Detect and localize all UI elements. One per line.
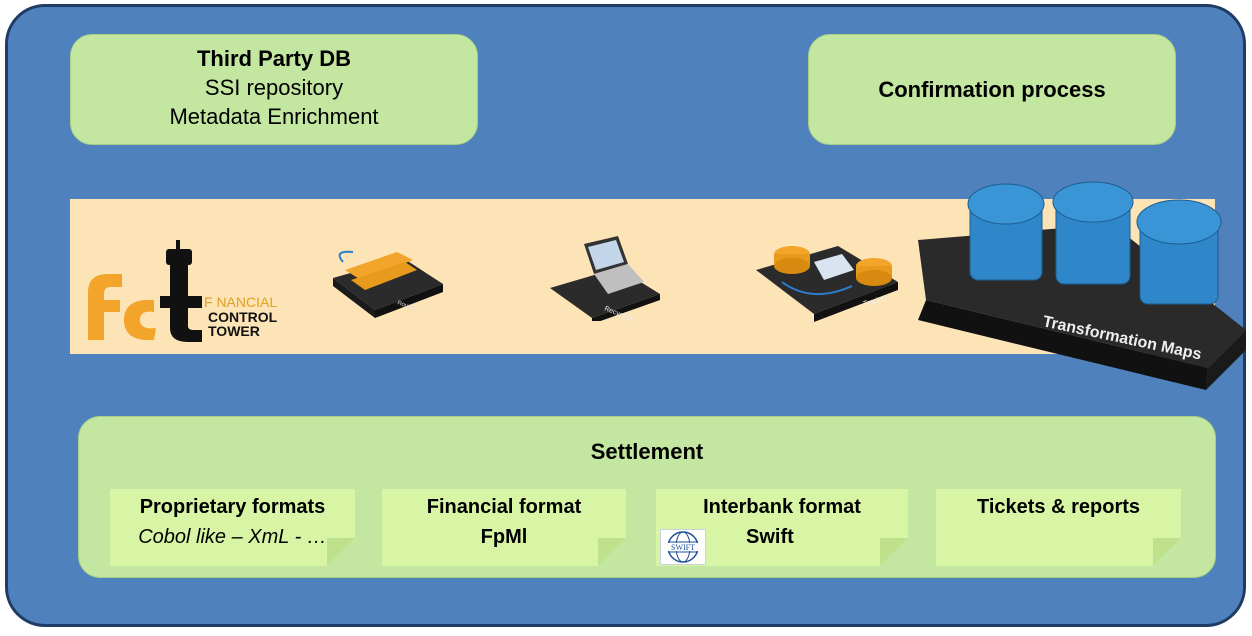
third-party-db-box: Third Party DB SSI repository Metadata E… (70, 34, 478, 145)
logo-word-financial: F NANCIAL (204, 294, 278, 310)
fct-logo (88, 240, 202, 342)
tracing-device: Tracing (756, 246, 898, 322)
proprietary-formats-sub: Cobol like – XmL - … (138, 526, 327, 548)
interbank-format-sub: Swift (746, 526, 794, 548)
routing-device: Routing (333, 250, 443, 318)
note-fold (880, 538, 908, 566)
financial-format-note: Financial format FpMl (382, 489, 626, 566)
swift-logo-text: SWIFT (671, 543, 695, 552)
logo-word-control: CONTROL (208, 309, 278, 325)
tickets-reports-title: Tickets & reports (976, 496, 1141, 518)
note-fold (1153, 538, 1181, 566)
logo-word-tower: TOWER (208, 323, 260, 339)
confirmation-process-box: Confirmation process (808, 34, 1176, 145)
recycling-device: Recycling (550, 236, 660, 321)
proprietary-formats-title: Proprietary formats (139, 496, 326, 518)
financial-format-title: Financial format (426, 496, 582, 518)
note-fold (327, 538, 355, 566)
confirmation-process-title: Confirmation process (878, 76, 1106, 102)
swift-logo-icon: SWIFT (660, 529, 706, 565)
interbank-format-title: Interbank format (703, 496, 861, 518)
proprietary-formats-note: Proprietary formats Cobol like – XmL - … (110, 489, 355, 566)
settlement-title: Settlement (590, 439, 704, 464)
interbank-format-note: Interbank format SWIFT Swift (656, 489, 908, 566)
metadata-enrichment-label: Metadata Enrichment (169, 104, 379, 129)
transformation-maps-device: Transformation Maps (918, 181, 1246, 390)
tickets-reports-note: Tickets & reports (936, 489, 1181, 566)
note-fold (598, 538, 626, 566)
ssi-repository-label: SSI repository (204, 75, 344, 100)
third-party-db-title: Third Party DB (196, 46, 352, 71)
financial-format-sub: FpMl (480, 526, 528, 548)
